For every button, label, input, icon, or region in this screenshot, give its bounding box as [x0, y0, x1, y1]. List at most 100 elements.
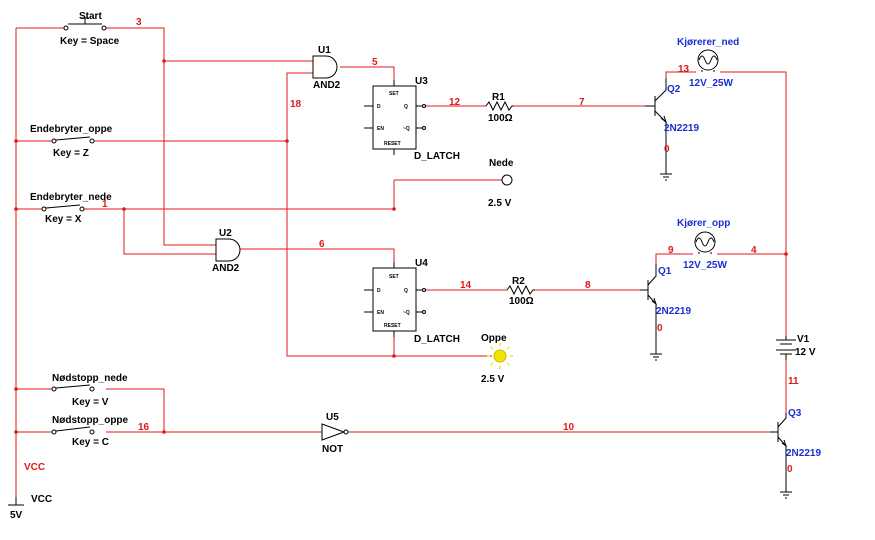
svg-text:13: 13: [678, 64, 690, 75]
probe-nede-name: Nede: [489, 158, 514, 169]
emergency-up-switch[interactable]: Nødstopp_oppe Key = C: [51, 415, 129, 448]
svg-text:11: 11: [788, 376, 799, 387]
probe-oppe-value: 2.5 V: [481, 374, 505, 385]
emergency-up-label: Nødstopp_oppe: [52, 415, 129, 426]
latch-u3-type: D_LATCH: [414, 151, 460, 162]
wires: [15, 27, 787, 497]
wire-lamp-down-right: [720, 71, 787, 254]
emergency-down-switch[interactable]: Nødstopp_nede Key = V: [51, 373, 128, 408]
svg-text:18: 18: [290, 99, 302, 110]
probe-oppe-name: Oppe: [481, 333, 507, 344]
lamp-kjorerer-ned[interactable]: Kjørerer_ned 12V_25W: [677, 37, 739, 89]
wire-net-6: [240, 248, 395, 268]
transistor-q2-model: 2N2219: [664, 123, 699, 134]
lamp-kjorer-opp[interactable]: Kjører_opp 12V_25W: [677, 218, 730, 271]
gate-u5[interactable]: U5 NOT: [321, 412, 349, 455]
wire-net-1-branch: [123, 209, 216, 255]
wire-net-5: [340, 66, 395, 86]
wire-net-1: [84, 180, 395, 210]
latch-u3-ref: U3: [415, 76, 428, 87]
lamp-down-rating: 12V_25W: [689, 78, 733, 89]
svg-text:SET: SET: [389, 274, 399, 280]
svg-text:Q: Q: [404, 104, 408, 110]
svg-text:12: 12: [449, 97, 461, 108]
svg-text:EN: EN: [377, 126, 384, 132]
resistor-r1[interactable]: R1 100Ω: [485, 92, 514, 124]
svg-text:D: D: [377, 288, 381, 294]
svg-text:16: 16: [138, 422, 150, 433]
transistor-q2-ref: Q2: [667, 84, 681, 95]
start-switch[interactable]: Start Key = Space: [60, 11, 120, 47]
transistor-q3-ref: Q3: [788, 408, 802, 419]
wire-emergency-down-right: [106, 388, 165, 432]
svg-text:1: 1: [102, 199, 108, 210]
wire-net-18: [286, 72, 395, 357]
probe-oppe[interactable]: Oppe 2.5 V: [481, 333, 513, 385]
wire-net-4: [717, 253, 787, 336]
gate-u5-ref: U5: [326, 412, 339, 423]
svg-text:4: 4: [751, 245, 757, 256]
resistor-r2[interactable]: R2 100Ω: [506, 276, 535, 307]
net-labels: 3 5 18 12 7 13 0 1 6 9 4 14 8 0 11 16 10…: [102, 17, 799, 475]
gate-u5-type: NOT: [322, 444, 343, 455]
svg-text:6: 6: [319, 239, 325, 250]
junctions: [14, 59, 788, 434]
svg-text:SET: SET: [389, 91, 399, 97]
svg-text:10: 10: [563, 422, 575, 433]
svg-text:~Q: ~Q: [403, 126, 410, 132]
transistor-q1-model: 2N2219: [656, 306, 691, 317]
endestop-bottom-label: Endebryter_nede: [30, 192, 112, 203]
svg-text:EN: EN: [377, 310, 384, 316]
transistor-q3[interactable]: Q3 2N2219: [770, 408, 821, 488]
svg-text:RESET: RESET: [384, 141, 401, 147]
vcc-source[interactable]: VCC VCC 5V: [8, 462, 52, 521]
latch-u3[interactable]: SET D EN Q ~Q RESET U3 D_LATCH: [364, 76, 460, 162]
battery-v1-value: 12 V: [795, 347, 816, 358]
gate-u2-ref: U2: [219, 228, 232, 239]
svg-text:D: D: [377, 104, 381, 110]
gate-u1[interactable]: U1 AND2: [312, 45, 341, 91]
resistor-r2-value: 100Ω: [509, 296, 534, 307]
svg-text:7: 7: [579, 97, 585, 108]
endestop-top-switch[interactable]: Endebryter_oppe Key = Z: [30, 124, 113, 159]
lamp-up-rating: 12V_25W: [683, 260, 727, 271]
battery-v1-ref: V1: [797, 334, 810, 345]
svg-text:0: 0: [787, 464, 793, 475]
lamp-up-name: Kjører_opp: [677, 218, 730, 229]
wire-net-9: [655, 253, 693, 264]
transistor-q2[interactable]: Q2 2N2219: [645, 78, 699, 170]
latch-u4[interactable]: SET D EN Q ~Q RESET U4 D_LATCH: [364, 258, 460, 345]
vcc-net-label: VCC: [24, 462, 45, 473]
latch-u4-ref: U4: [415, 258, 428, 269]
endestop-top-key: Key = Z: [53, 148, 89, 159]
svg-text:3: 3: [136, 17, 142, 28]
start-switch-key: Key = Space: [60, 36, 120, 47]
endestop-top-label: Endebryter_oppe: [30, 124, 113, 135]
transistor-q3-model: 2N2219: [786, 448, 821, 459]
svg-text:14: 14: [460, 280, 472, 291]
lamp-down-name: Kjørerer_ned: [677, 37, 739, 48]
start-switch-label: Start: [79, 11, 102, 22]
svg-text:9: 9: [668, 245, 674, 256]
ground-symbols: [650, 170, 792, 499]
gate-u1-type: AND2: [313, 80, 341, 91]
resistor-r1-ref: R1: [492, 92, 505, 103]
emergency-up-key: Key = C: [72, 437, 109, 448]
resistor-r2-ref: R2: [512, 276, 525, 287]
svg-text:~Q: ~Q: [403, 310, 410, 316]
vcc-name: VCC: [31, 494, 52, 505]
gate-u2-type: AND2: [212, 263, 240, 274]
transistor-q1[interactable]: Q1 2N2219: [640, 264, 691, 350]
emergency-down-key: Key = V: [72, 397, 109, 408]
gate-u2[interactable]: U2 AND2: [212, 228, 241, 274]
svg-text:Q: Q: [404, 288, 408, 294]
svg-text:5: 5: [372, 57, 378, 68]
endestop-bottom-switch[interactable]: Endebryter_nede Key = X: [30, 192, 112, 225]
battery-v1[interactable]: V1 12 V: [776, 334, 816, 360]
vcc-value: 5V: [10, 510, 23, 521]
svg-text:8: 8: [585, 280, 591, 291]
probe-nede[interactable]: Nede 2.5 V: [488, 158, 514, 209]
wire-net-3: [106, 27, 216, 246]
